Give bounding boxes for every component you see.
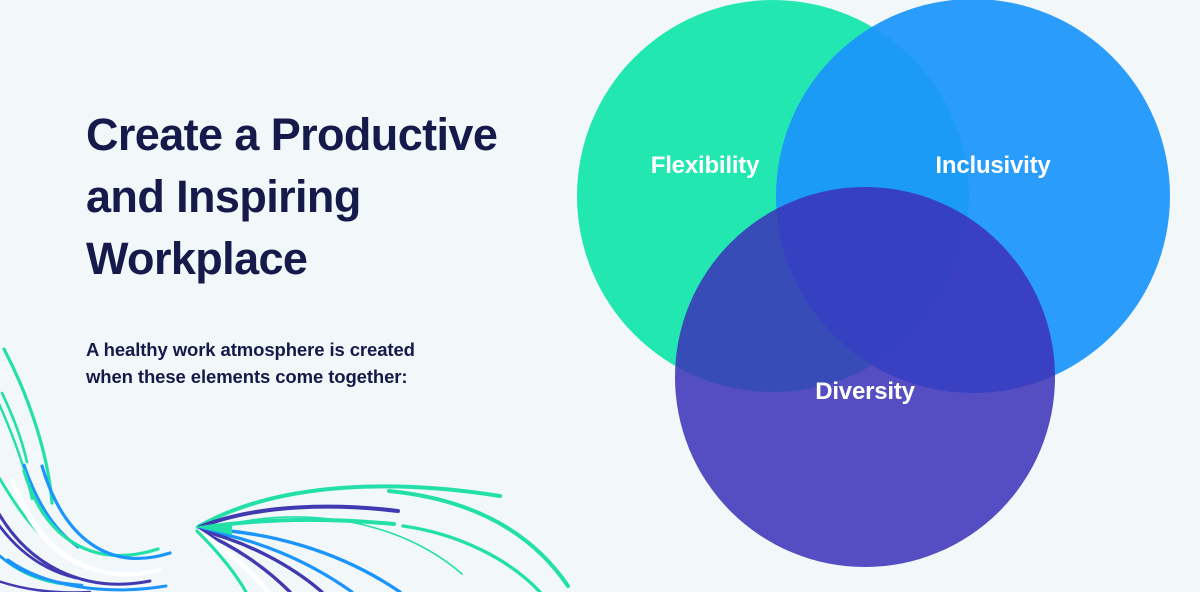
decor-curve-left-blue-1	[22, 463, 80, 549]
venn-diagram: Flexibility Inclusivity Diversity	[560, 0, 1200, 592]
decor-curve-left-indigo-2	[0, 580, 92, 592]
venn-circles	[577, 0, 1170, 567]
venn-label-flexibility: Flexibility	[650, 152, 760, 179]
decor-fan-white-1	[195, 528, 271, 592]
decor-fan-teal-outer-tail	[387, 489, 570, 588]
decor-curve-sweep-blue-2	[6, 558, 168, 592]
page-subtitle: A healthy work atmosphere is created whe…	[86, 339, 415, 387]
decor-curve-sweep-blue-1	[40, 464, 172, 560]
decor-fan-blue-2	[198, 528, 354, 592]
decor-fan-teal-outer-hair	[205, 516, 463, 575]
decor-curve-sweep-indigo-1	[0, 512, 152, 586]
decor-curve-left-indigo-1	[0, 524, 78, 580]
decor-fan-blue-1	[198, 527, 402, 592]
venn-circle-diversity[interactable]	[675, 187, 1055, 567]
decor-fan-teal-inner	[195, 529, 248, 592]
decor-fan-indigo-2	[197, 528, 324, 592]
decor-curve-left-blue-2	[0, 554, 84, 587]
decor-fan-indigo-3	[196, 529, 292, 592]
decor-curve-left-teal-1	[2, 347, 54, 505]
decor-fan-node	[196, 522, 232, 535]
decor-fan-teal-outer	[196, 484, 502, 529]
venn-label-inclusivity: Inclusivity	[935, 152, 1051, 179]
text-block: Create a Productive and Inspiring Workpl…	[86, 104, 556, 390]
decor-curve-sweep-teal-1	[22, 469, 160, 557]
decor-fan-teal-mid-tail	[401, 524, 542, 592]
decor-curve-left-teal-2	[0, 391, 29, 464]
decor-curve-left-teal-5	[0, 554, 64, 586]
decor-curve-left-teal-4	[0, 476, 62, 553]
decor-curve-left-white-1	[10, 478, 80, 566]
decor-curve-sweep-white-1	[15, 489, 163, 577]
venn-label-diversity: Diversity	[815, 378, 915, 405]
decor-fan-teal-mid	[198, 518, 396, 530]
page-title: Create a Productive and Inspiring Workpl…	[86, 109, 498, 284]
decor-fan-indigo-1	[198, 504, 400, 529]
decor-curve-left-teal-3	[0, 402, 34, 501]
